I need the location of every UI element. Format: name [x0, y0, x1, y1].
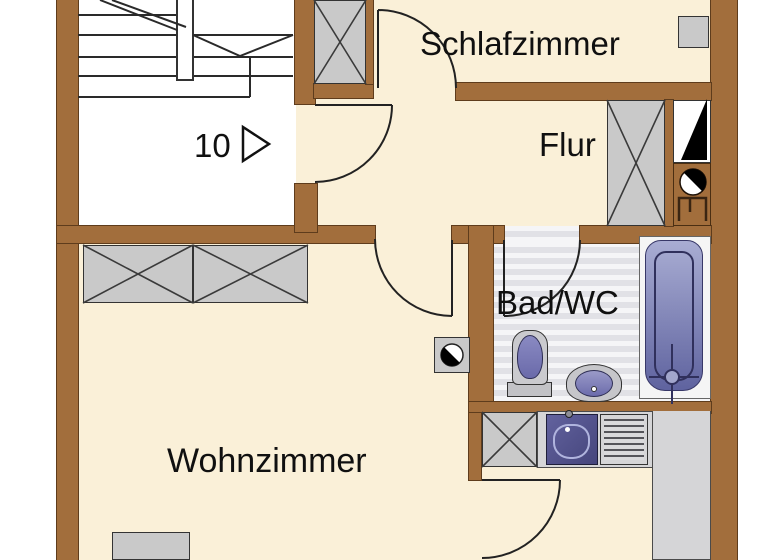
- room-label-flur: Flur: [539, 126, 596, 163]
- bathtub-drain-icon: [649, 344, 699, 404]
- bedroom-radiator: [678, 16, 709, 48]
- wall-shaft-bottom: [314, 84, 373, 98]
- doorway-hall-living: [375, 226, 452, 243]
- wall-kitchen-stub: [469, 413, 481, 480]
- living-door: [481, 479, 561, 559]
- doorway-entry: [296, 104, 315, 184]
- room-label-wohnzimmer: Wohnzimmer: [167, 442, 367, 480]
- room-label-schlafzimmer: Schlafzimmer: [420, 25, 620, 62]
- unit-number: 10: [194, 127, 231, 164]
- wall-shaft-right: [366, 0, 373, 84]
- entrance-arrow-icon: [241, 124, 272, 164]
- bedroom-door: [377, 9, 457, 89]
- kitchen-counter-side: [652, 411, 711, 560]
- kitchen-sink-basin: [553, 424, 590, 459]
- stair-walk-line: [99, 0, 187, 31]
- washbasin-bowl: [575, 370, 613, 397]
- vent-circle-hall-icon: [679, 168, 707, 196]
- living-furniture: [112, 532, 190, 560]
- bathroom-door: [503, 239, 581, 317]
- doors: [314, 9, 581, 559]
- doorway-bathroom: [504, 226, 580, 242]
- duct-triangle-icon: [681, 99, 707, 160]
- wall-right: [711, 0, 737, 560]
- stairs: [78, 0, 294, 98]
- washbasin-drain: [591, 386, 597, 392]
- wall-bath-left: [469, 226, 493, 413]
- toilet-bowl: [517, 335, 543, 379]
- hall-fixture-icon: [677, 196, 708, 221]
- kitchen-faucet-icon: [565, 410, 573, 418]
- hall-living-door: [374, 238, 453, 317]
- wall-bedroom-bottom: [456, 83, 711, 100]
- entry-door: [314, 104, 393, 183]
- wall-stairwell-right-lower: [295, 184, 317, 232]
- wall-hall-divider: [665, 100, 673, 226]
- wall-bath-bottom: [469, 402, 711, 413]
- kitchen-faucet-dot: [565, 427, 570, 432]
- kitchen-sink-unit: [546, 410, 598, 465]
- room-label-bad-wc: Bad/WC: [496, 284, 619, 321]
- hatching: [82, 0, 666, 468]
- kitchen-drainer: [600, 414, 648, 465]
- stair-direction-arrow-icon: [192, 34, 294, 58]
- doorway-bedroom: [373, 83, 456, 100]
- wall-stairwell-right-upper: [295, 0, 315, 104]
- vent-circle-living-icon: [440, 343, 464, 367]
- wall-left: [57, 0, 78, 560]
